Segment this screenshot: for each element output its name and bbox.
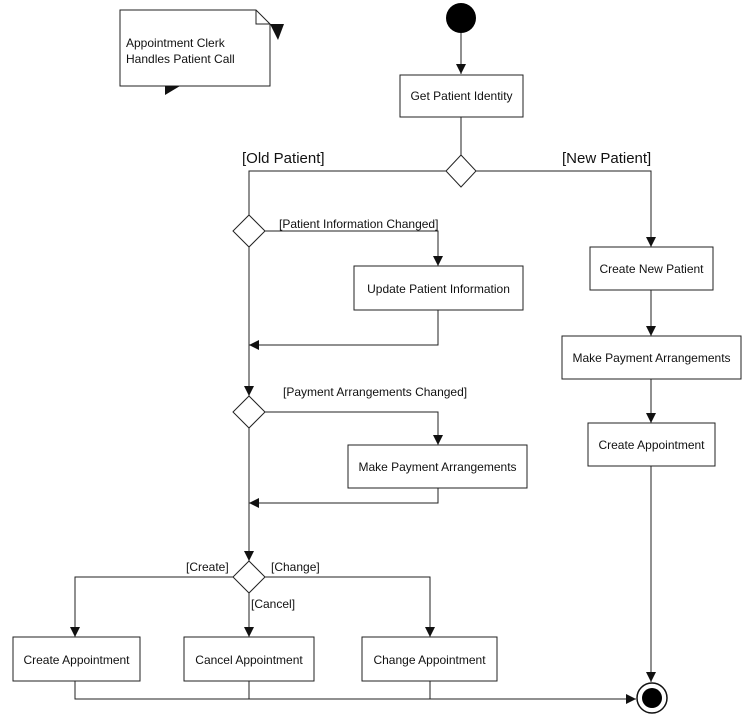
action-label: Create Appointment — [598, 438, 705, 452]
action-create-appointment-old: Create Appointment — [12, 636, 141, 682]
action-box — [183, 636, 315, 682]
action-box — [587, 422, 716, 467]
flow-to-make-payment-old — [265, 411, 443, 445]
flow-to-old-patient — [248, 170, 446, 215]
decision-info-changed — [232, 214, 266, 248]
action-create-appointment-new: Create Appointment — [587, 422, 716, 467]
flow-to-new-patient — [476, 170, 656, 247]
action-box — [561, 335, 742, 380]
initial-node — [446, 3, 476, 33]
action-box — [347, 444, 528, 489]
note-box — [119, 9, 271, 87]
guard-cancel: [Cancel] — [251, 597, 295, 611]
action-box — [12, 636, 141, 682]
action-label: Get Patient Identity — [410, 89, 512, 103]
note-fold — [255, 10, 270, 25]
action-label: Make Payment Arrangements — [358, 460, 516, 474]
action-cancel-appointment: Cancel Appointment — [183, 636, 315, 682]
action-label: Create Appointment — [23, 653, 130, 667]
action-box — [361, 636, 498, 682]
guard-change: [Change] — [271, 560, 320, 574]
action-box — [399, 74, 524, 118]
action-label: Cancel Appointment — [195, 653, 303, 667]
decision-patient-type — [445, 154, 477, 188]
flow-make-payment-merge — [249, 488, 439, 508]
note-line-2: Handles Patient Call — [126, 52, 235, 66]
action-make-payment-arrangements-old: Make Payment Arrangements — [347, 444, 528, 489]
note-corner-mark — [270, 24, 284, 40]
action-label: Change Appointment — [373, 653, 486, 667]
flow-update-info-merge — [249, 310, 439, 350]
guard-payment-arrangements-changed: [Payment Arrangements Changed] — [283, 385, 467, 399]
flow-to-change-appointment — [265, 576, 435, 637]
note: Appointment Clerk Handles Patient Call — [119, 9, 284, 95]
action-change-appointment: Change Appointment — [361, 636, 498, 682]
note-anchor-mark — [165, 86, 180, 95]
note-line-1: Appointment Clerk — [126, 36, 226, 50]
action-label: Update Patient Information — [367, 282, 510, 296]
guard-new-patient: [New Patient] — [562, 150, 651, 167]
action-make-payment-arrangements-new: Make Payment Arrangements — [561, 335, 742, 380]
guard-old-patient: [Old Patient] — [242, 150, 325, 167]
flow-create-to-final — [74, 681, 636, 704]
action-box — [353, 265, 524, 311]
action-create-new-patient: Create New Patient — [589, 246, 714, 291]
final-node-core — [642, 688, 662, 708]
action-update-patient-information: Update Patient Information — [353, 265, 524, 311]
decision-payment-changed — [232, 395, 266, 429]
guard-create: [Create] — [186, 560, 229, 574]
action-label: Make Payment Arrangements — [572, 351, 730, 365]
flow-to-update-info — [265, 230, 443, 266]
action-label: Create New Patient — [599, 262, 704, 276]
action-box — [589, 246, 714, 291]
action-get-patient-identity: Get Patient Identity — [399, 74, 524, 118]
decision-appointment-action — [232, 560, 266, 594]
guard-patient-information-changed: [Patient Information Changed] — [279, 217, 438, 231]
final-node — [636, 682, 668, 714]
flow-to-create-appointment — [70, 576, 233, 637]
